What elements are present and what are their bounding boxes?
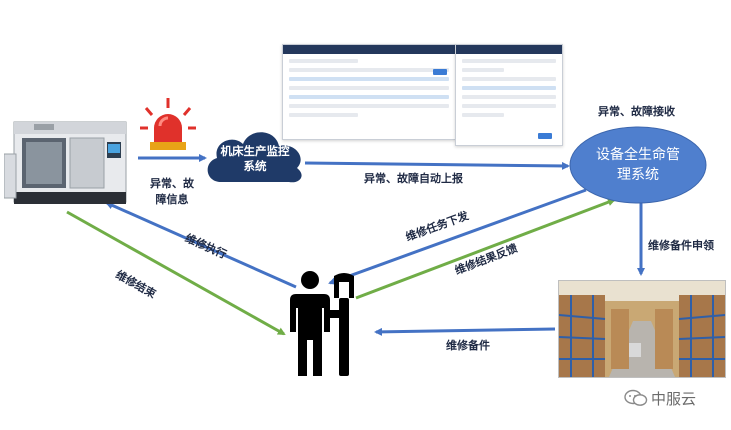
label-lifecycle-system: 设备全生命管 理系统 xyxy=(596,147,680,183)
alarm-light-icon xyxy=(140,98,196,150)
label-alarm-info: 异常、故 障信息 xyxy=(150,177,194,206)
arrow-spare-parts xyxy=(374,327,556,336)
cloud-icon xyxy=(207,132,302,183)
label-receive: 异常、故障接收 xyxy=(598,105,675,118)
arrow-result-feedback xyxy=(355,198,616,300)
worker-wrench-icon xyxy=(290,271,354,376)
label-auto-report: 异常、故障自动上报 xyxy=(364,172,463,185)
label-spare-parts: 维修备件 xyxy=(446,339,490,352)
arrow-finish xyxy=(66,210,286,336)
label-monitor-system: 机床生产监控 系统 xyxy=(220,144,290,173)
label-spare-request: 维修备件申领 xyxy=(648,239,714,252)
lifecycle-system-ellipse xyxy=(569,126,707,204)
arrow-task-dispatch xyxy=(328,188,587,285)
warehouse-image xyxy=(558,280,726,378)
monitor-screenshot xyxy=(282,44,456,140)
wechat-icon xyxy=(624,389,648,406)
arrow-execute xyxy=(105,201,297,289)
monitor-detail-screenshot xyxy=(455,44,563,146)
cnc-machine-image xyxy=(4,121,127,204)
watermark-text: 中服云 xyxy=(651,390,697,408)
arrow-auto-report xyxy=(304,161,570,170)
